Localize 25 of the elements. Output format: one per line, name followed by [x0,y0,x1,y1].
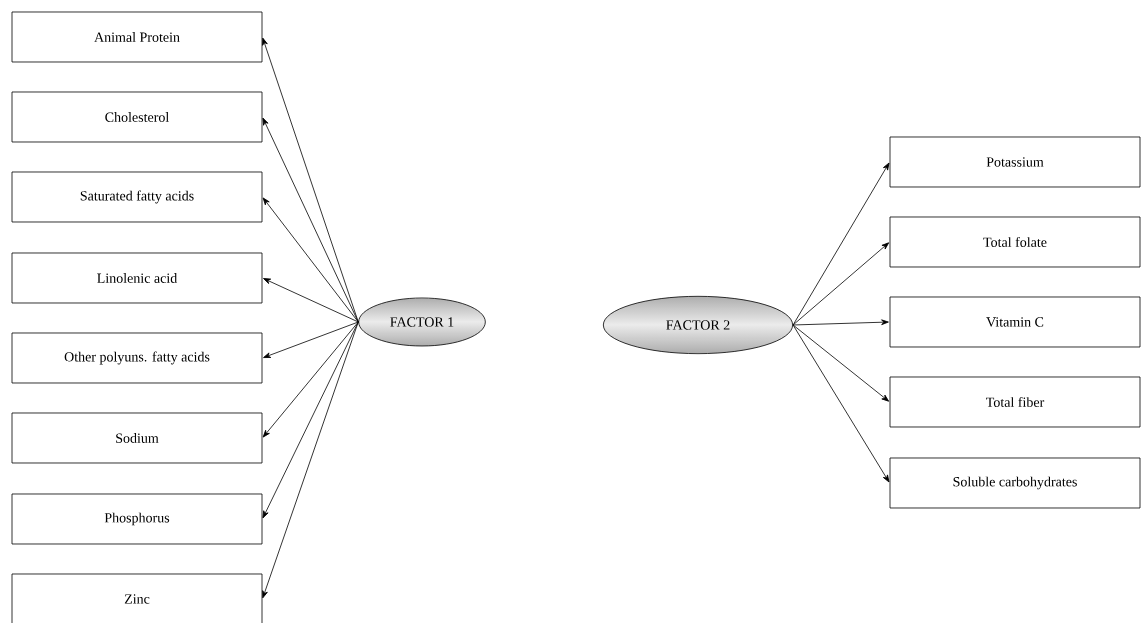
arrow [792,242,890,326]
arrow [792,319,889,326]
arrow [792,162,890,326]
text-box: Saturated fatty acids [11,171,263,223]
text-box: Vitamin C [889,296,1141,348]
text-box: Animal Protein [11,11,263,63]
text-box: Phosphorus [11,493,263,545]
arrow [792,324,890,402]
text-box: Cholesterol [11,91,263,143]
arrow [263,278,359,323]
arrow [262,117,359,323]
arrow [262,321,359,438]
arrow [262,321,359,519]
arrow [263,321,359,358]
arrow [262,197,359,323]
text-box: Zinc [11,573,263,623]
text-box: Sodium [11,412,263,464]
text-box: Soluble carbohydrates [889,457,1141,509]
arrow [792,324,890,483]
text-box: Total fiber [889,376,1141,428]
text-box: Total folate [889,216,1141,268]
text-box: Other polyuns. fatty acids [11,332,263,384]
arrow [262,321,359,599]
text-box: Potassium [889,136,1141,188]
text-box: Linolenic acid [11,252,263,304]
